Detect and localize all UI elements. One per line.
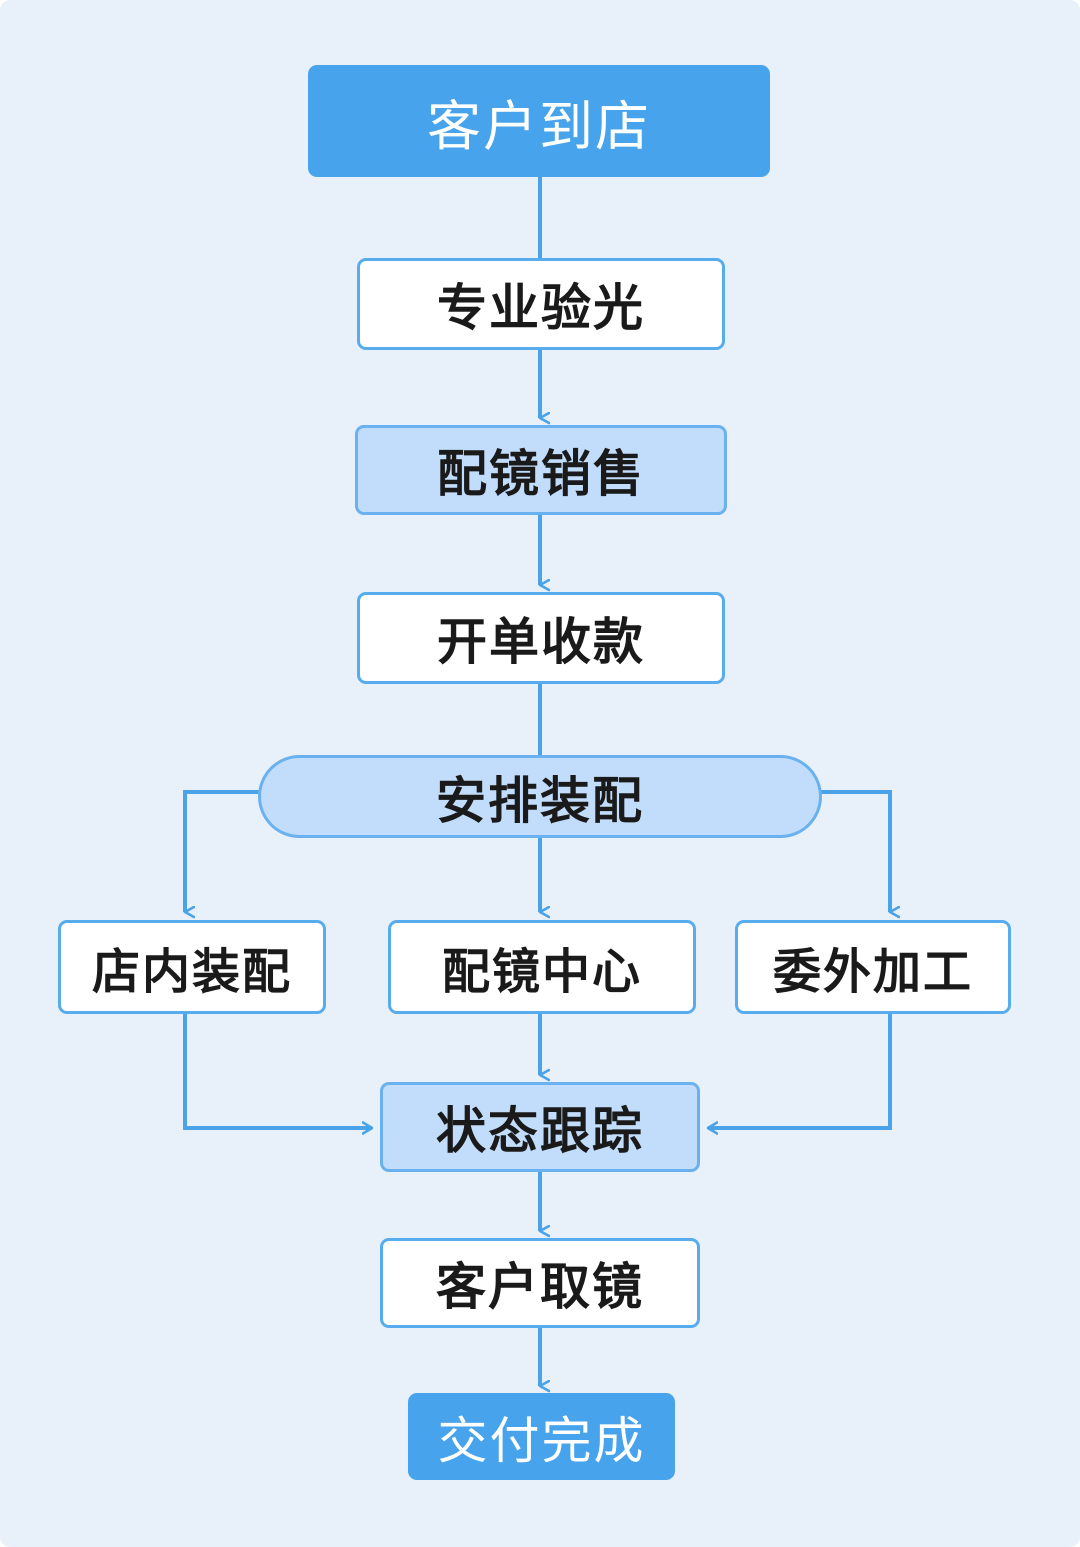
node-arrange-assembly[interactable]: 安排装配 [258,755,822,838]
node-billing-payment[interactable]: 开单收款 [357,592,725,684]
node-customer-pickup[interactable]: 客户取镜 [380,1238,700,1328]
edge-arrange-outsrc [790,790,890,912]
node-delivery-complete[interactable]: 交付完成 [408,1393,675,1480]
edge-instore-track [183,1014,372,1128]
edge-outsrc-track [708,1014,892,1128]
node-optical-center[interactable]: 配镜中心 [388,920,696,1014]
node-eyewear-sales[interactable]: 配镜销售 [355,425,727,515]
node-professional-optometry[interactable]: 专业验光 [357,258,725,350]
node-status-tracking[interactable]: 状态跟踪 [380,1082,700,1172]
node-in-store-assembly[interactable]: 店内装配 [58,920,326,1014]
edge-arrange-instore [183,790,290,912]
node-customer-arrives[interactable]: 客户到店 [308,65,770,177]
node-outsourced-processing[interactable]: 委外加工 [735,920,1011,1014]
